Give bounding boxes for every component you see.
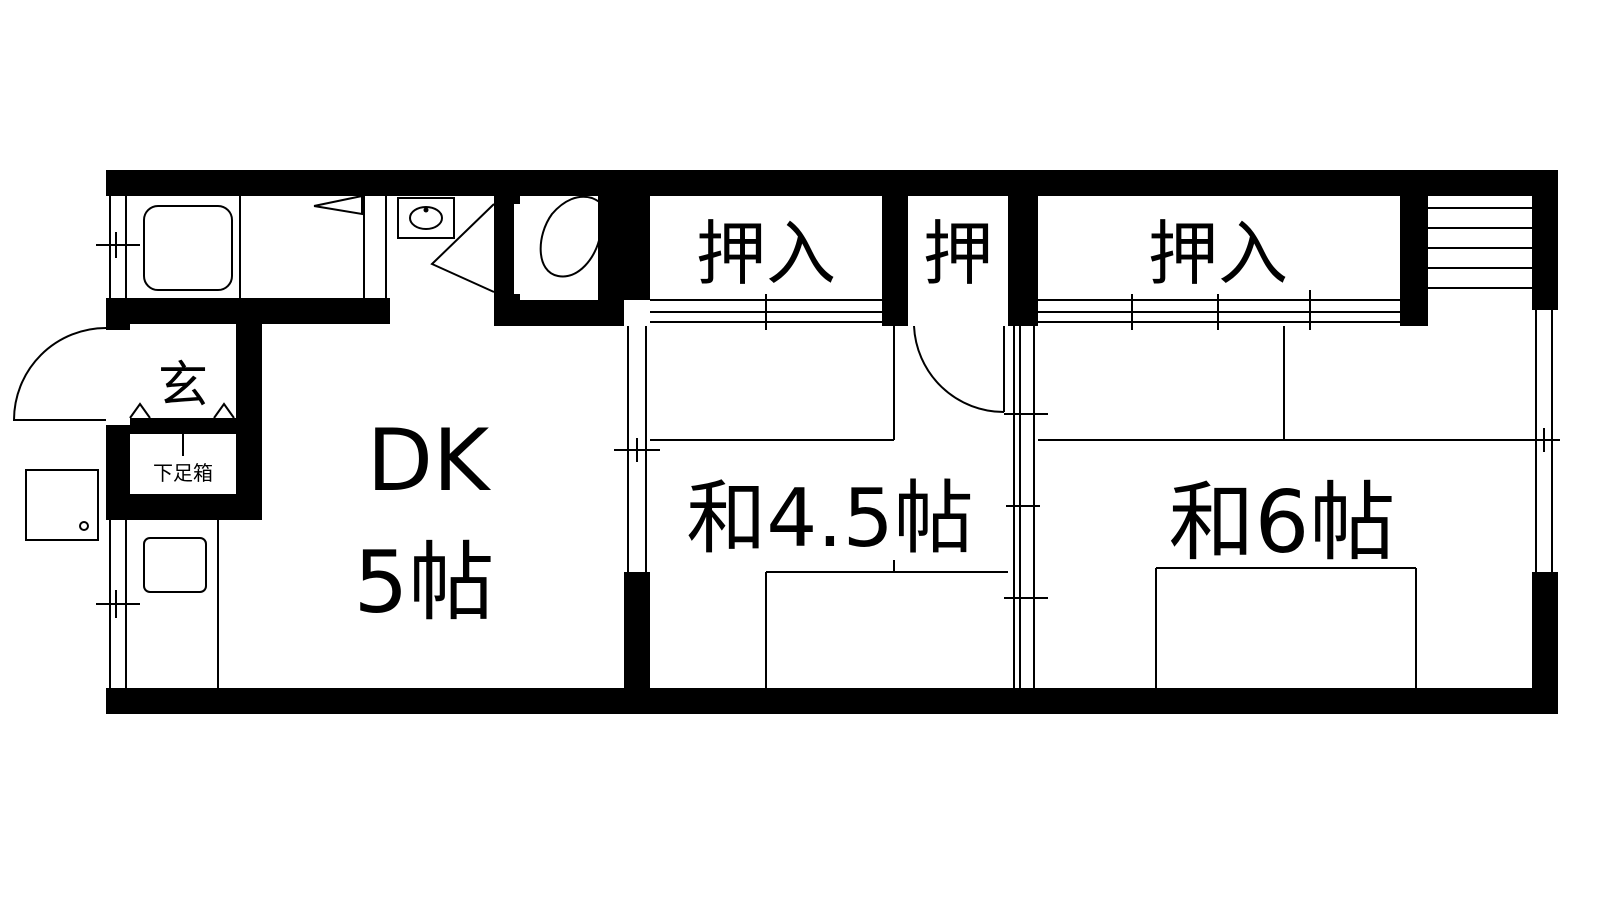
washitsu-45-label: 和4.5帖 (686, 472, 973, 565)
bathroom (106, 194, 455, 324)
closets: 押入 押 押入 (624, 196, 1428, 326)
toilet-door-swing (430, 203, 495, 293)
genkan: 玄 下足箱 (12, 324, 262, 541)
toilet-room (430, 195, 624, 326)
shoe-box-label: 下足箱 (153, 461, 213, 485)
washitsu-6 (1038, 326, 1532, 688)
dk-washitsu-partition (614, 326, 660, 688)
dk-size-label: 5帖 (354, 533, 495, 633)
washitsu-6-label: 和6帖 (1169, 473, 1396, 573)
closet-sliding-doors (650, 290, 1400, 330)
washitsu-partition (1004, 326, 1048, 688)
toilet-icon (539, 195, 616, 278)
outer-walls (106, 170, 1558, 714)
dk-room: DK 5帖 (143, 411, 495, 688)
sink-icon (143, 537, 207, 593)
outdoor-unit-icon (25, 469, 99, 541)
closet-small-label: 押 (923, 213, 993, 295)
closet-right-label: 押入 (1148, 213, 1288, 295)
dk-label: DK (367, 411, 492, 511)
bath-bottom-wall (106, 298, 390, 324)
washitsu-45 (650, 325, 1008, 688)
bathtub (143, 205, 233, 291)
washitsu-door-swing (913, 325, 1005, 414)
right-wall-bottom (1532, 572, 1558, 714)
bottom-wall (106, 688, 1558, 714)
washbasin-icon (397, 197, 455, 239)
left-windows (96, 196, 140, 688)
top-wall (106, 170, 1558, 196)
right-wall-top (1532, 170, 1558, 310)
genkan-label: 玄 (158, 356, 208, 414)
entrance-door-swing (12, 327, 107, 421)
right-balcony (1428, 207, 1560, 572)
closet-left-label: 押入 (696, 213, 836, 295)
faucet-icon (313, 194, 363, 216)
left-wall-top (106, 170, 130, 190)
